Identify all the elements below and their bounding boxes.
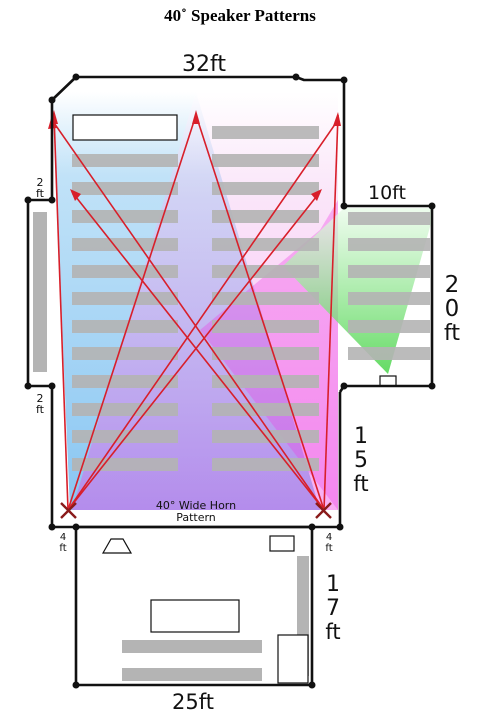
speaker-x-left-icon <box>60 502 77 519</box>
stage-width-label: 25ft <box>172 690 214 714</box>
pews-left-column <box>72 154 178 471</box>
svg-text:2: 2 <box>37 176 44 189</box>
page-title: 40˚ Speaker Patterns <box>164 6 316 25</box>
pattern-caption: 40° Wide Horn Pattern <box>156 499 236 524</box>
stage-riser-2 <box>122 668 262 681</box>
stage-cabinet <box>277 634 309 684</box>
left-upper-offset-label: 2 ft <box>36 176 45 200</box>
pews-wing <box>348 212 430 360</box>
stage-riser-1 <box>122 640 262 653</box>
svg-text:40° Wide Horn: 40° Wide Horn <box>156 499 236 512</box>
left-lower-offset-label: 2 ft <box>36 392 45 416</box>
top-width-label: 32ft <box>182 52 226 77</box>
svg-text:ft: ft <box>325 543 332 554</box>
svg-text:Pattern: Pattern <box>176 511 216 524</box>
svg-text:ft: ft <box>325 620 340 644</box>
side-alcove-pew <box>33 212 47 372</box>
wing-width-label: 10ft <box>368 182 406 204</box>
svg-text:17: 17 <box>326 572 340 621</box>
stage-table <box>150 599 240 633</box>
front-table <box>72 114 178 141</box>
speaker-axis-lines <box>51 114 339 511</box>
stage-right-offset-label: 4 ft <box>325 532 332 554</box>
svg-text:ft: ft <box>36 403 45 416</box>
svg-text:4: 4 <box>326 532 332 543</box>
wall-corners <box>24 73 436 689</box>
svg-text:4: 4 <box>60 532 66 543</box>
stage-monitor-right <box>269 535 295 552</box>
svg-text:15: 15 <box>354 424 368 473</box>
svg-text:20: 20 <box>445 272 460 322</box>
wing-speaker-box <box>379 375 397 387</box>
svg-text:ft: ft <box>36 187 45 200</box>
svg-text:ft: ft <box>353 472 368 496</box>
svg-text:2: 2 <box>37 392 44 405</box>
stage-monitor-left <box>101 538 133 554</box>
speaker-x-right-icon <box>315 502 332 519</box>
stage-left-offset-label: 4 ft <box>59 532 66 554</box>
svg-text:ft: ft <box>59 543 66 554</box>
svg-text:ft: ft <box>444 321 460 346</box>
